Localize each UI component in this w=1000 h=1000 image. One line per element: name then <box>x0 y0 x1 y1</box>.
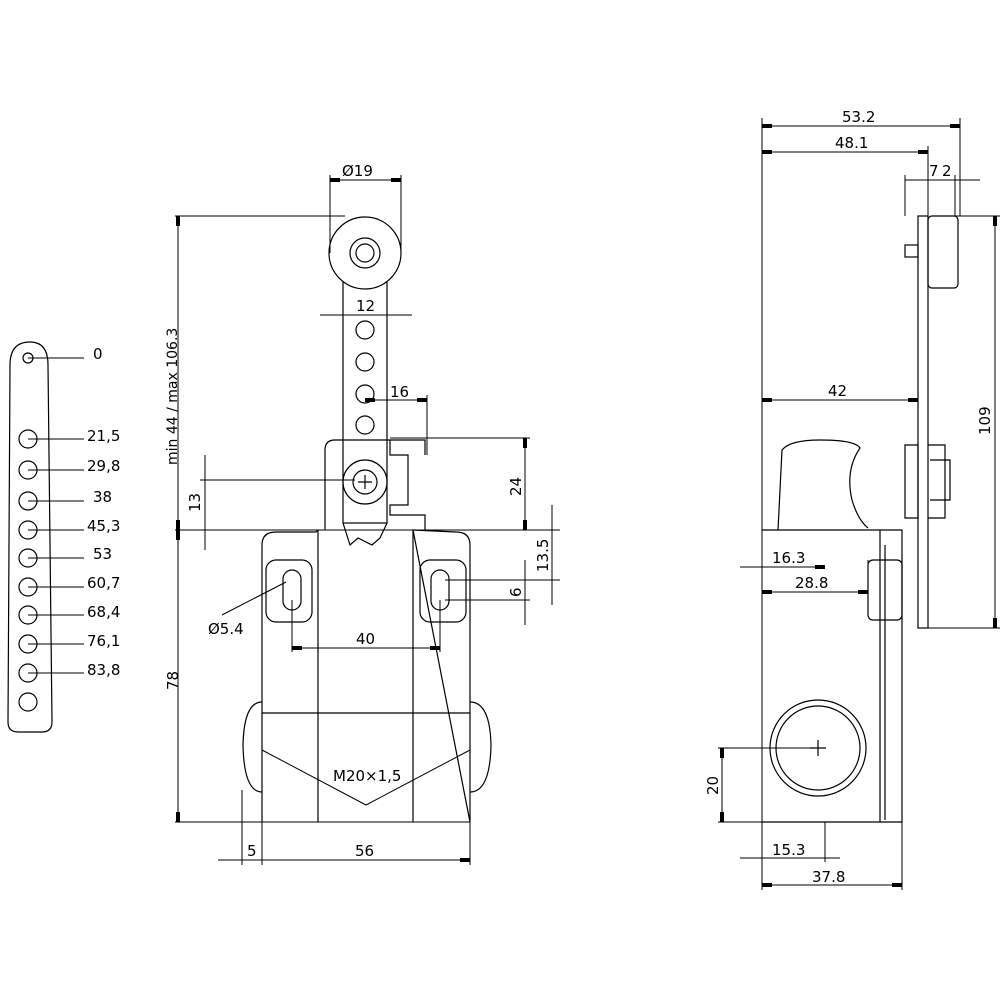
actuator-head <box>324 439 426 530</box>
dim-2: 2 <box>942 162 952 180</box>
lever-plate <box>917 215 929 629</box>
switch-body <box>261 529 471 823</box>
dim-16: 16 <box>390 383 409 401</box>
cable-gland-left <box>242 701 263 793</box>
side-view: 53.2 48.1 7 2 109 42 16.3 28.8 20 15.3 3… <box>704 108 1000 890</box>
roller-side <box>927 215 959 289</box>
actuator-head-side <box>777 439 919 531</box>
dim-42: 42 <box>828 382 847 400</box>
thread-label: M20×1,5 <box>333 767 401 785</box>
position-label: 38 <box>93 488 112 506</box>
dim-20: 20 <box>704 776 722 795</box>
dim-53-2: 53.2 <box>842 108 875 126</box>
position-label: 21,5 <box>87 427 120 445</box>
dim-48-1: 48.1 <box>835 134 868 152</box>
dim-15-3: 15.3 <box>772 841 805 859</box>
front-view: M20×1,5 Ø19 12 16 min 44 / max 106.3 13 … <box>164 162 560 865</box>
switch-body-side <box>762 529 903 823</box>
lever-scale: 0 21,5 29,8 38 45,3 53 60,7 68,4 76,1 83… <box>7 341 120 733</box>
dim-56: 56 <box>355 842 374 860</box>
dim-hole-diameter: Ø5.4 <box>208 620 244 638</box>
position-label: 0 <box>93 345 103 363</box>
roller <box>328 216 402 290</box>
lever-hole <box>18 692 38 712</box>
dim-28-8: 28.8 <box>795 574 828 592</box>
position-label: 83,8 <box>87 661 120 679</box>
dim-24: 24 <box>507 477 525 496</box>
dim-arm-width: 12 <box>356 297 375 315</box>
dim-109: 109 <box>976 406 994 435</box>
dim-13-5: 13.5 <box>534 539 552 572</box>
position-label: 76,1 <box>87 632 120 650</box>
dim-40: 40 <box>356 630 375 648</box>
dim-5: 5 <box>247 842 257 860</box>
dim-6: 6 <box>507 587 525 597</box>
dim-lever-length: min 44 / max 106.3 <box>165 328 181 465</box>
position-label: 68,4 <box>87 603 120 621</box>
position-label: 53 <box>93 545 112 563</box>
dim-13: 13 <box>186 493 204 512</box>
dim-78: 78 <box>164 671 182 690</box>
cable-gland-right <box>469 701 492 793</box>
dim-16-3: 16.3 <box>772 549 805 567</box>
position-label: 29,8 <box>87 457 120 475</box>
position-label: 60,7 <box>87 574 120 592</box>
position-label: 45,3 <box>87 517 120 535</box>
dim-37-8: 37.8 <box>812 868 845 886</box>
dim-roller-diameter: Ø19 <box>342 162 373 180</box>
lever-outline <box>7 341 53 733</box>
dim-7: 7 <box>929 162 939 180</box>
